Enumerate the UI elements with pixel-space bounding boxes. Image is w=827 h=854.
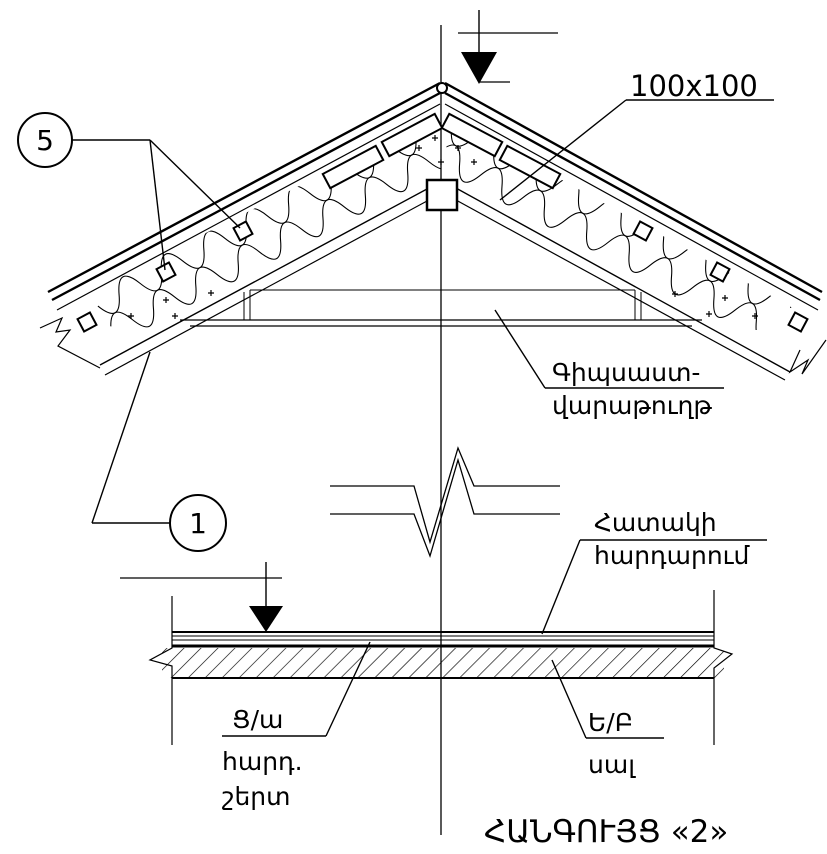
callout-5 <box>17 112 241 271</box>
ridge-boards <box>321 112 562 190</box>
battens <box>76 220 809 333</box>
roof-assembly <box>39 81 827 381</box>
slab-label-line2: սալ <box>588 750 636 779</box>
screed-leader <box>222 641 371 737</box>
screed-label-line3: շերտ <box>222 782 291 811</box>
ridge-beam <box>425 178 459 212</box>
screed-label-line1: Ց/ա <box>232 705 283 734</box>
gypsum-leader <box>494 309 724 389</box>
section-title: ՀԱՆԳՈՒՅՑ «2» <box>484 814 728 850</box>
ridge-beam-size-label: 100x100 <box>630 69 758 103</box>
callout-1-number: 1 <box>189 507 207 540</box>
callout-5-number: 5 <box>36 124 54 157</box>
callout-1 <box>91 351 227 552</box>
plus-marks <box>128 135 758 319</box>
floor-finish-label-line1: Հատակի <box>594 508 717 537</box>
top-level-marker <box>458 10 558 84</box>
ridge-beam-leader <box>499 99 774 201</box>
break-symbol <box>330 446 560 559</box>
screed-label-line2: հարդ. <box>222 747 303 776</box>
ridge-joint-icon <box>436 82 448 94</box>
floor-assembly <box>148 590 734 745</box>
ceiling-gypsum <box>180 289 702 327</box>
floor-finish-label-line2: հարդարում <box>594 541 751 570</box>
gypsum-label-line1: Գիպսաստ- <box>552 358 700 387</box>
floor-finish-leader <box>541 539 767 635</box>
floor-level-marker <box>120 562 283 632</box>
gypsum-label-line2: վարաթուղթ <box>552 391 712 420</box>
slab-leader <box>551 659 664 739</box>
slab-label-line1: Ե/Բ <box>588 708 633 737</box>
